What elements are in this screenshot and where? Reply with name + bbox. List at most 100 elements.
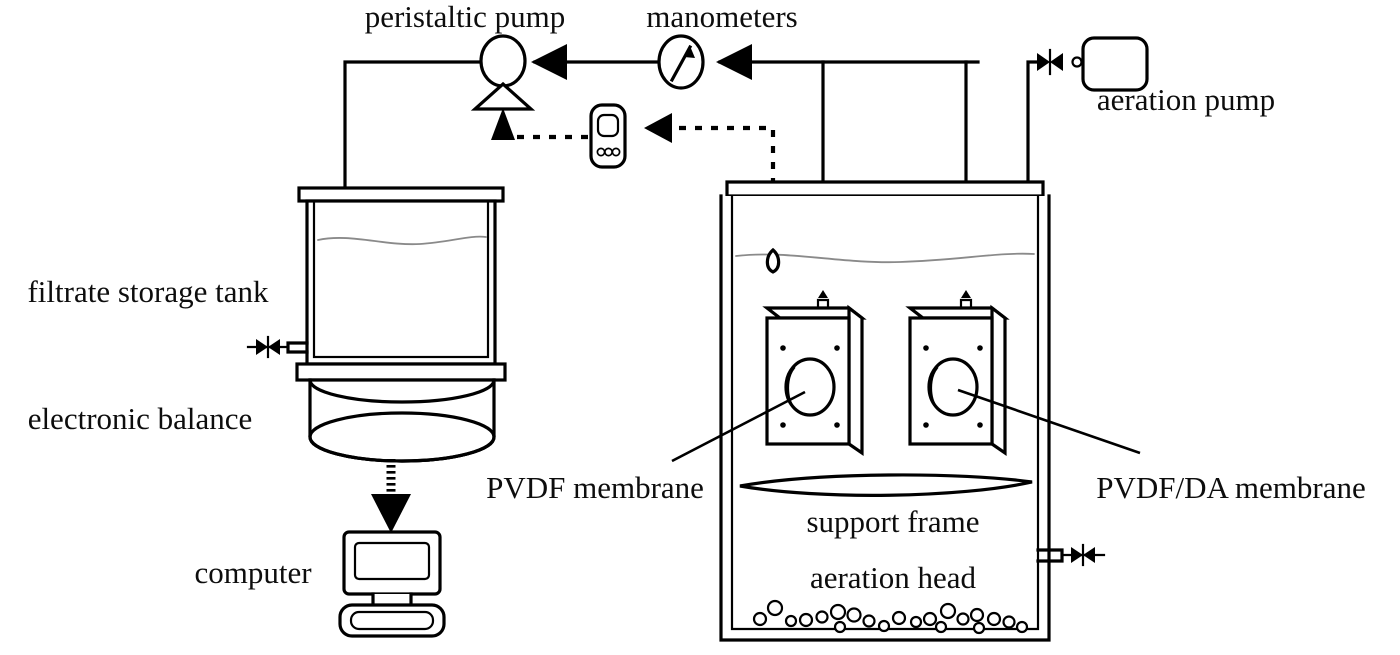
reactor-lid — [725, 180, 1045, 198]
bubble — [1002, 615, 1016, 629]
reactor-valve-triangle-right-icon — [1083, 547, 1095, 563]
controller-signal-group — [503, 113, 776, 252]
drain-valve-triangle-left-icon — [256, 339, 268, 355]
right-module-bolt-tl-icon — [923, 345, 929, 351]
bubble — [934, 620, 948, 634]
left-membrane-disc — [784, 357, 836, 417]
right-module-bolt-bl-icon — [923, 422, 929, 428]
bubble — [766, 599, 784, 617]
right-module-side-face — [990, 304, 1007, 457]
balance-base-front-curve — [308, 435, 496, 463]
bubble — [986, 611, 1002, 627]
sensor-probe — [765, 247, 781, 274]
bubble — [969, 607, 985, 623]
left-module-bolt-bl-icon — [780, 422, 786, 428]
storage-tank-water-level — [317, 235, 487, 246]
drain-valve-triangle-right-icon — [268, 339, 280, 355]
left-module-bolt-tl-icon — [780, 345, 786, 351]
left-membrane-disc-depth — [786, 366, 796, 410]
storage-tank-outer-wall — [305, 199, 497, 366]
bubble — [862, 614, 876, 628]
valve-triangle-right-icon — [1050, 53, 1063, 71]
reactor-valve-triangle-left-icon — [1071, 547, 1083, 563]
balance-to-computer-link — [371, 459, 411, 533]
support-frame — [739, 473, 1033, 497]
right-membrane-disc — [927, 357, 979, 417]
valve-triangle-left-icon — [1037, 53, 1050, 71]
sensor-probe-tip-icon — [765, 247, 781, 274]
label-pvdf-membrane: PVDF membrane — [486, 470, 704, 505]
bubble — [784, 614, 798, 628]
label-support-frame: support frame — [806, 504, 979, 539]
filtrate-storage-tank — [246, 186, 507, 382]
aeration-pump-outlet-icon — [1071, 56, 1083, 68]
arrow-into-manometer — [716, 44, 752, 80]
membrane-module-left[interactable] — [762, 290, 867, 457]
controller[interactable] — [589, 103, 627, 169]
bubble — [1015, 620, 1029, 634]
controller-button-1-icon[interactable] — [596, 147, 606, 157]
arrow-into-pump — [531, 44, 567, 80]
label-aeration-head: aeration head — [810, 560, 977, 595]
bubble — [956, 612, 970, 626]
label-electronic-balance: electronic balance — [28, 401, 253, 436]
bubble — [909, 615, 923, 629]
manometer[interactable] — [657, 34, 705, 90]
leader-pvdf-membrane — [671, 390, 806, 463]
pump-rotor-icon — [479, 34, 527, 88]
bubble — [815, 610, 829, 624]
bubble — [939, 602, 957, 620]
label-computer: computer — [194, 555, 312, 590]
computer-keyboard-keys — [349, 610, 435, 631]
support-frame-shape — [739, 473, 1033, 497]
bubble — [846, 607, 862, 623]
bubble — [877, 619, 891, 633]
membrane-module-right[interactable] — [905, 290, 1010, 457]
signal-probe-to-controller — [650, 125, 776, 185]
right-membrane-disc-depth — [929, 366, 939, 410]
storage-tank-inner-wall — [312, 199, 490, 359]
aeration-pump-valve[interactable] — [1037, 48, 1063, 76]
bubble — [833, 620, 847, 634]
electronic-balance — [308, 378, 496, 463]
pump-base-icon — [470, 81, 536, 111]
arrow-control-into-pump — [491, 108, 515, 140]
balance-top-curve — [308, 378, 496, 404]
bubble — [752, 611, 768, 627]
reactor-water-level — [735, 252, 1035, 264]
arrow-into-computer — [371, 494, 411, 533]
membrane-leader-lines — [671, 388, 1141, 463]
bubble — [798, 612, 814, 628]
drain-nozzle-icon — [286, 341, 309, 354]
manometer-needle-tip-icon — [684, 46, 695, 58]
peristaltic-pump[interactable] — [470, 34, 536, 140]
storage-tank-lid — [297, 186, 505, 203]
controller-button-3-icon[interactable] — [611, 147, 621, 157]
label-peristaltic-pump: peristaltic pump — [365, 0, 566, 34]
label-pvdf-da-membrane: PVDF/DA membrane — [1096, 470, 1366, 505]
bubble — [891, 610, 907, 626]
storage-tank-base-plate — [295, 362, 507, 382]
controller-button-2-icon[interactable] — [604, 147, 613, 157]
label-aeration-pump: aeration pump — [1097, 82, 1275, 117]
left-module-side-face — [847, 304, 864, 457]
reactor-drain-valve[interactable] — [1036, 543, 1106, 567]
controller-display-icon — [596, 113, 620, 138]
arrow-into-controller — [644, 113, 672, 143]
left-module-connector-cap — [818, 290, 828, 298]
aeration-head — [752, 599, 1029, 635]
leader-pvdf-da-membrane — [957, 388, 1141, 455]
right-module-connector-cap — [961, 290, 971, 298]
computer-screen — [353, 541, 431, 581]
aeration-pump-body-icon — [1081, 36, 1149, 92]
computer[interactable] — [338, 530, 446, 638]
left-module-bolt-br-icon — [834, 422, 840, 428]
storage-tank-drain-valve[interactable] — [246, 335, 309, 359]
label-manometers: manometers — [646, 0, 798, 34]
left-module-bolt-tr-icon — [834, 345, 840, 351]
label-filtrate-storage-tank: filtrate storage tank — [27, 274, 269, 309]
bubble — [972, 621, 986, 635]
bubble — [922, 611, 938, 627]
